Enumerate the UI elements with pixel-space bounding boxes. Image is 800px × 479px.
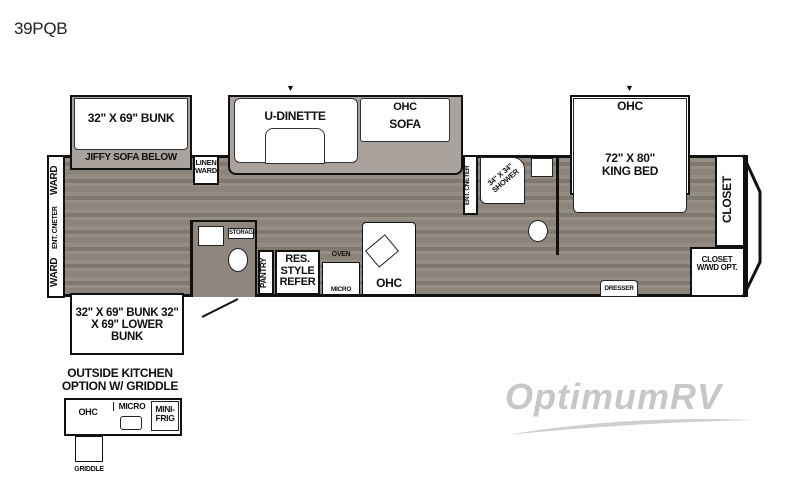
linen-ward-label: LINEN WARD xyxy=(195,158,217,175)
outside-kitchen-title: OUTSIDE KITCHEN OPTION W/ GRIDDLE xyxy=(61,366,179,393)
pantry xyxy=(258,250,274,295)
closet-wd xyxy=(690,247,745,297)
pantry-label: PANTRY xyxy=(259,257,268,289)
slide-marker-icon-2: ▼ xyxy=(625,83,634,93)
dinette-table xyxy=(265,128,325,164)
kitchen-ohc-label: OHC xyxy=(376,276,402,290)
ent-center-bath xyxy=(463,155,478,215)
ok-mini-frig-label: MINI-FRIG xyxy=(151,401,179,431)
bath-wall xyxy=(556,155,559,255)
front-wall xyxy=(47,155,65,298)
shower xyxy=(480,157,525,204)
ward-bottom: WARD xyxy=(49,257,60,287)
bed-ohc-label: OHC xyxy=(617,99,643,113)
refer-label: RES. STYLE REFER xyxy=(279,253,316,289)
rear-cap xyxy=(741,154,762,298)
closet xyxy=(715,155,745,247)
griddle xyxy=(75,436,103,462)
king-bed xyxy=(573,98,687,213)
slide-marker-icon: ▼ xyxy=(286,83,295,93)
ent-center-bath-label: ENT. CNETER xyxy=(464,165,471,205)
storage-label: STORAGE xyxy=(228,228,257,239)
linen-ward xyxy=(193,155,219,185)
ok-sink-icon xyxy=(120,416,142,430)
sofa-label: SOFA xyxy=(389,117,421,131)
bath-sink-icon xyxy=(531,158,553,177)
ok-ohc-label: OHC xyxy=(78,407,98,417)
refrigerator xyxy=(275,250,320,295)
toilet-icon-2 xyxy=(528,220,548,242)
bed-label: 72" X 80" KING BED xyxy=(601,151,659,178)
sofa-ohc-label: OHC xyxy=(393,101,417,113)
front-bunk-label: 32" X 69" BUNK xyxy=(87,111,175,125)
bottom-bunk-label: 32" X 69" BUNK 32" X 69" LOWER BUNK xyxy=(75,307,179,344)
stove-icon xyxy=(322,262,360,295)
ward-top: WARD xyxy=(49,165,60,195)
ok-micro-label: MICRO xyxy=(113,402,150,411)
entry-door[interactable] xyxy=(200,297,240,319)
jiffy-sofa-label: JIFFY SOFA BELOW xyxy=(85,152,177,163)
model-title: 39PQB xyxy=(14,19,68,38)
micro-label: MICRO xyxy=(330,286,352,293)
dinette-label: U-DINETTE xyxy=(264,109,326,123)
closet-label: CLOSET xyxy=(720,176,734,224)
griddle-label: GRIDDLE xyxy=(74,466,104,473)
toilet-icon xyxy=(228,248,248,272)
closet-wd-label: CLOSET W/WD OPT. xyxy=(696,255,738,273)
oven-label: OVEN xyxy=(331,251,351,258)
sofa xyxy=(360,98,450,142)
dresser-label: DRESSER xyxy=(600,280,638,297)
sink-icon xyxy=(198,226,224,246)
watermark-logo: OptimumRV xyxy=(505,376,723,417)
watermark-swoosh xyxy=(507,419,753,435)
bottom-bunk-slide xyxy=(70,293,184,355)
bunk-mattress xyxy=(74,98,188,150)
ent-center-front: ENT. CNETER xyxy=(52,206,59,249)
